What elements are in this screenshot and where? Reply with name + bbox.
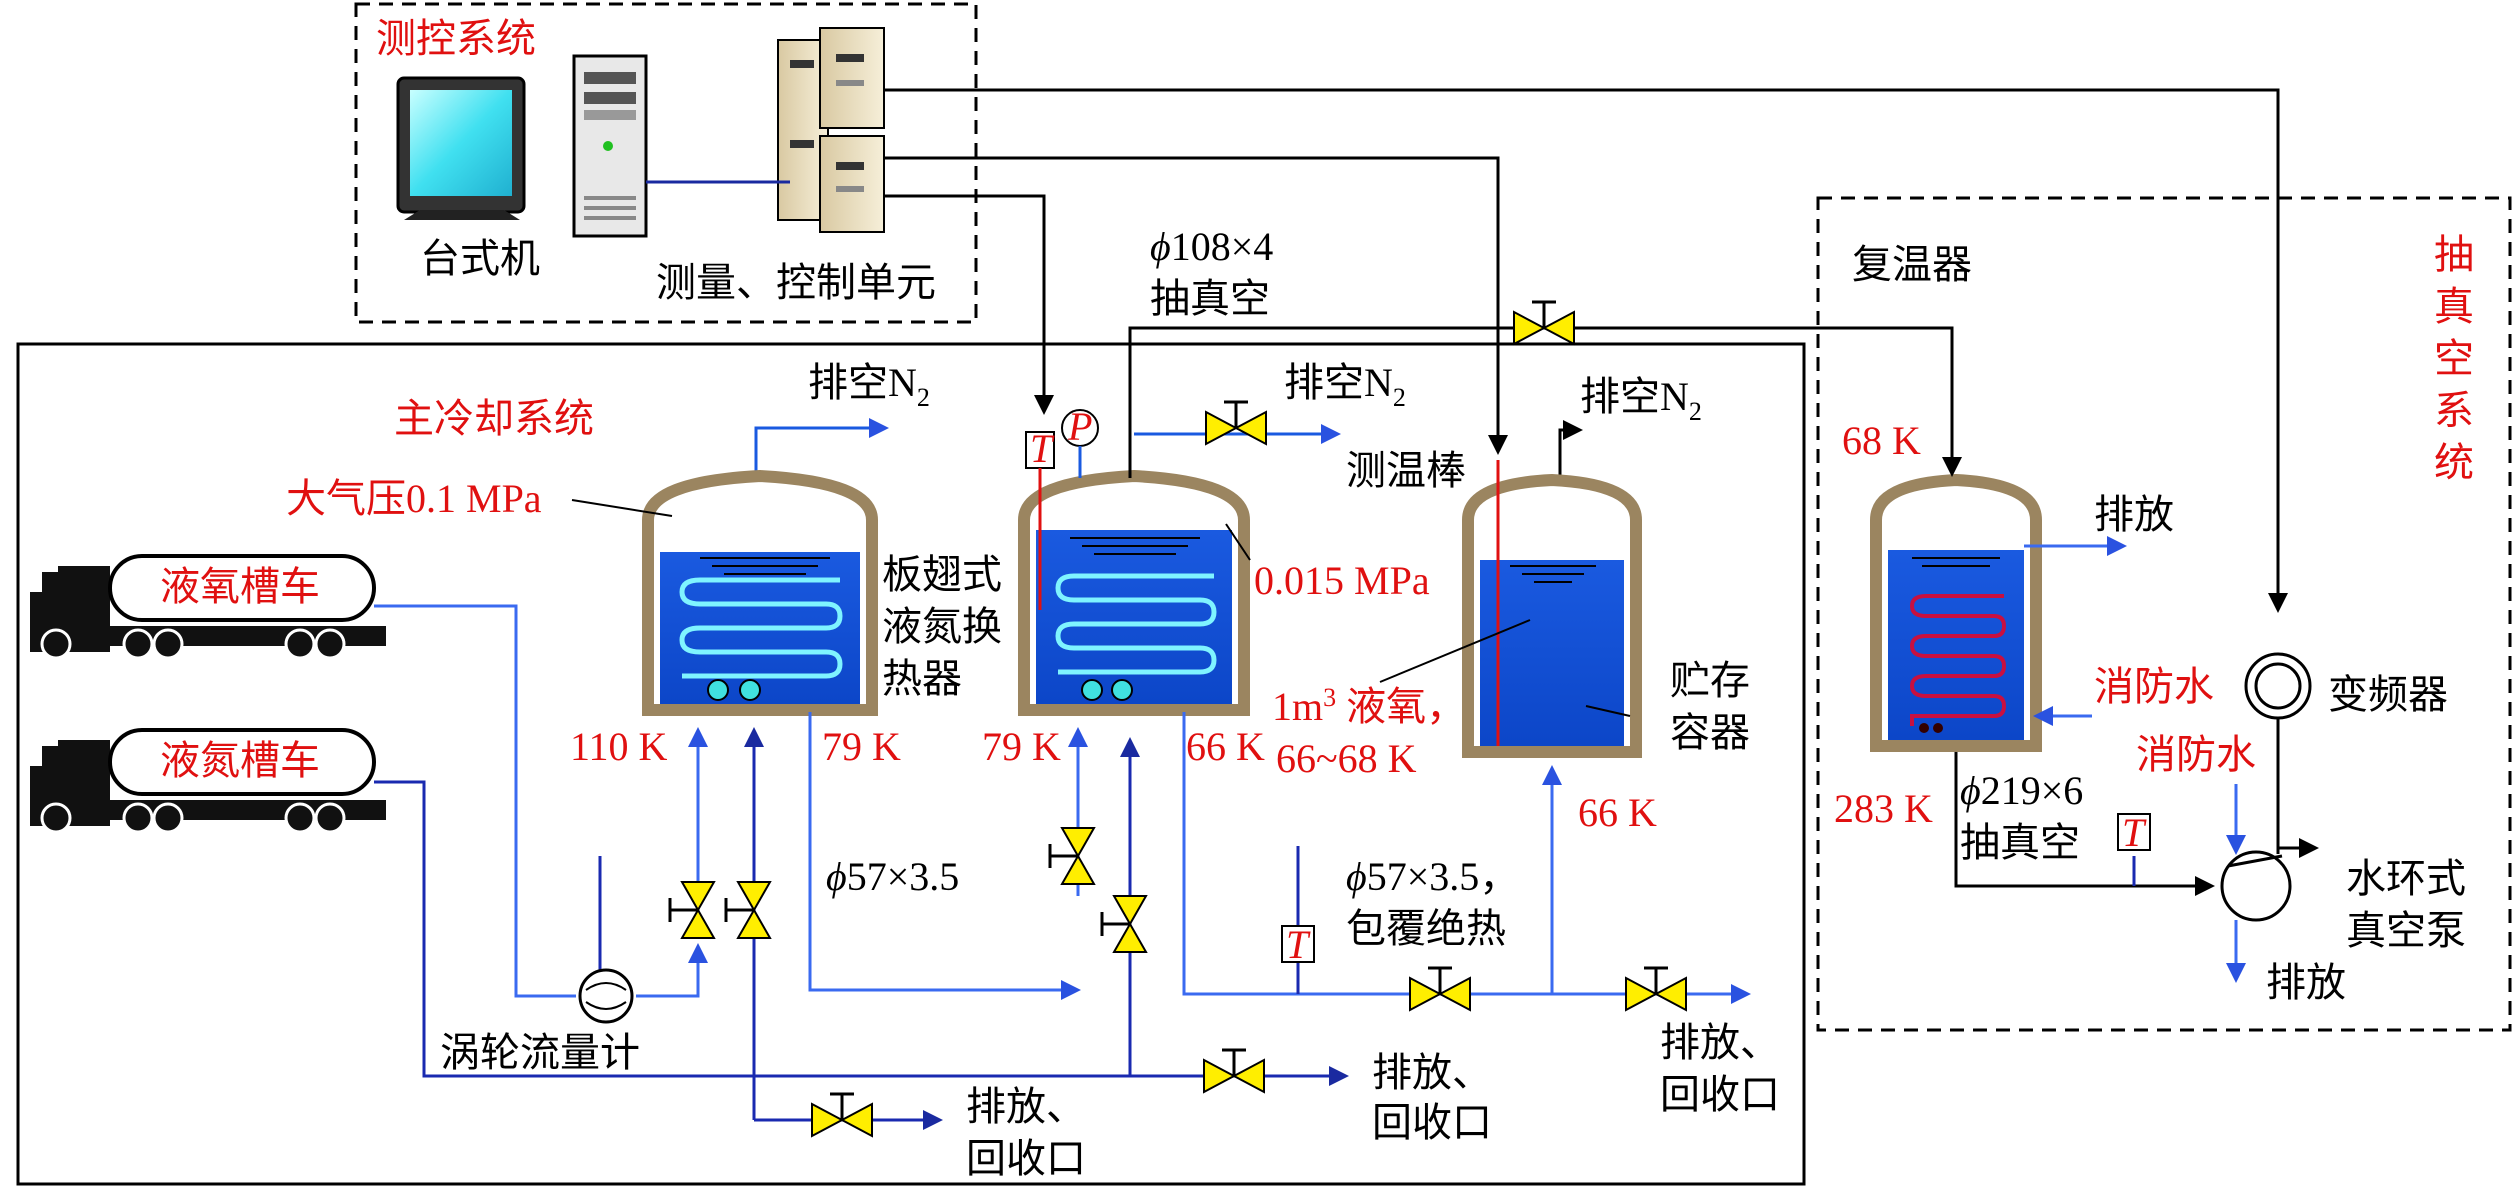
drain-recover-a2: 回收口	[966, 1136, 1086, 1181]
temperature-sensor-t4: T	[2122, 810, 2147, 855]
storage-label-1: 贮存	[1670, 658, 1750, 703]
server-rack-icon	[777, 27, 885, 233]
temp-79k-a: 79 K	[822, 724, 901, 769]
storage-label-2: 容器	[1670, 710, 1750, 755]
vent-n2-label-1: 排空N2	[808, 360, 930, 412]
rewarmer-tank	[1870, 473, 2042, 752]
vent-n2-label-2: 排空N2	[1284, 360, 1406, 412]
pipe-219-vac-label: 抽真空	[1960, 820, 2080, 865]
temp-66k-b: 66 K	[1578, 790, 1657, 835]
signal-lines	[884, 88, 2288, 613]
plate-fin-label-3: 热器	[882, 656, 962, 701]
pressure-low-label: 0.015 MPa	[1254, 558, 1430, 603]
pipe-108-label: ϕ108×4	[1150, 224, 1273, 269]
temperature-sensor-vac	[2117, 813, 2151, 851]
main-cooling-title: 主冷却系统	[394, 396, 594, 441]
thermo-rod-label: 测温棒	[1346, 448, 1466, 493]
vacuum-system-title-1: 抽	[2434, 232, 2474, 277]
pipe-219-label: ϕ219×6	[1960, 768, 2083, 813]
vacuum-pipe-top	[1128, 326, 1530, 478]
measure-control-box	[354, 2, 978, 324]
lox-truck-icon	[30, 554, 386, 660]
vent-n2-label-3: 排空N2	[1580, 374, 1702, 426]
plate-fin-label-1: 板翅式	[882, 552, 1002, 597]
fire-water-label-1: 消防水	[2094, 664, 2214, 709]
temperature-sensor-t3: T	[1286, 922, 1311, 967]
drain-label-2: 排放	[2266, 960, 2346, 1005]
vfd-label: 变频器	[2328, 672, 2448, 717]
ln2-truck-label: 液氮槽车	[160, 738, 320, 783]
drain-recover-b2: 回收口	[1372, 1100, 1492, 1145]
temperature-sensor-t2: T	[1030, 426, 1055, 471]
vent-arrows	[754, 418, 1583, 484]
drain-recover-a1: 排放、	[966, 1084, 1086, 1129]
fire-water-label-2: 消防水	[2136, 732, 2256, 777]
temperature-sensor-pipe	[1281, 925, 1315, 963]
storage-tank	[1462, 473, 1642, 758]
vacuum-system-title-3: 空	[2434, 336, 2474, 381]
turbine-flowmeter-icon	[578, 968, 634, 1024]
pipe-57-label-b: ϕ57×3.5，	[1346, 854, 1519, 899]
ln2-truck-icon	[30, 728, 386, 834]
valve-icons	[668, 300, 1687, 1138]
water-ring-pump-icon	[2220, 850, 2292, 922]
atm-pressure-label: 大气压0.1 MPa	[286, 476, 542, 521]
drain-label-1: 排放	[2094, 492, 2174, 537]
temp-283k: 283 K	[1834, 786, 1933, 831]
temp-110k: 110 K	[570, 724, 668, 769]
pipe-108-vac-label: 抽真空	[1150, 276, 1270, 321]
pc-tower-icon	[572, 54, 648, 238]
drain-recover-c2: 回收口	[1660, 1072, 1780, 1117]
plate-fin-label-2: 液氮换	[882, 604, 1002, 649]
temp-79k-b: 79 K	[982, 724, 1061, 769]
drain-recover-b1: 排放、	[1372, 1050, 1492, 1095]
vacuum-system-title-5: 统	[2434, 440, 2474, 485]
vfd-icon	[2244, 652, 2312, 720]
heat-exchanger-tank-2	[1018, 469, 1250, 716]
turbine-meter-label: 涡轮流量计	[440, 1030, 640, 1075]
heat-exchanger-tank-1	[642, 469, 878, 716]
lox-truck-label: 液氧槽车	[160, 564, 320, 609]
desktop-label: 台式机	[420, 236, 540, 281]
measure-control-title: 测控系统	[376, 16, 536, 61]
main-cooling-box	[16, 342, 1806, 1186]
water-ring-label-2: 真空泵	[2346, 908, 2466, 953]
pipes-main	[374, 326, 1962, 1004]
measure-unit-label: 测量、控制单元	[656, 260, 936, 305]
temp-66k-a: 66 K	[1186, 724, 1265, 769]
insulation-label: 包覆绝热	[1346, 906, 1506, 951]
vacuum-pipes	[1954, 536, 2319, 983]
desktop-monitor-icon	[396, 76, 526, 220]
rewarmer-label: 复温器	[1852, 242, 1972, 287]
temp-68k: 68 K	[1842, 418, 1921, 463]
pressure-symbol: P	[1067, 404, 1092, 449]
pipe-57-label-a: ϕ57×3.5	[826, 854, 959, 899]
water-ring-label-1: 水环式	[2346, 856, 2466, 901]
vacuum-system-title-4: 系	[2434, 388, 2474, 433]
drain-recover-c1: 排放、	[1660, 1020, 1780, 1065]
lox-temp-label: 66~68 K	[1276, 736, 1417, 781]
vacuum-system-box	[1816, 196, 2512, 1032]
lox-volume-label: 1m3 液氧，	[1272, 683, 1466, 729]
vacuum-system-title-2: 真	[2434, 284, 2474, 329]
leader-lines	[571, 499, 1631, 717]
